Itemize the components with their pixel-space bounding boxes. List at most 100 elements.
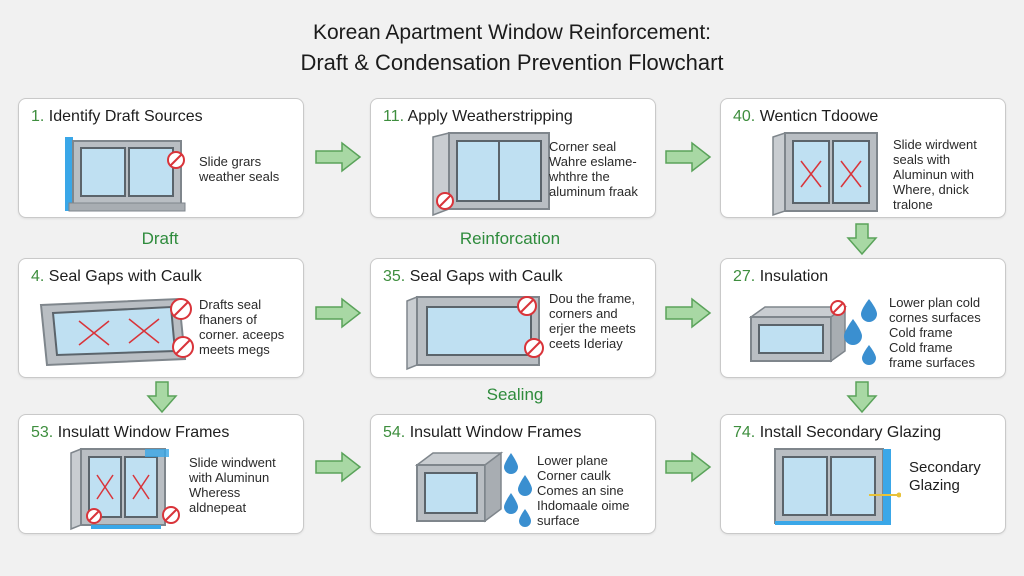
- step-description-line: corners and: [549, 306, 618, 321]
- no-entry-icon: [517, 296, 537, 316]
- step-description: Lower plane Corner caulk Comes an sine I…: [537, 453, 630, 528]
- flow-arrow-down: [146, 381, 178, 414]
- window-pane-right: [830, 456, 876, 516]
- step-description-line: Slide grars: [199, 154, 262, 169]
- secondary-glazing-label: Secondary Glazing: [909, 459, 981, 495]
- step-card-insulatt-window-frames-1: 53. Insulatt Window Frames Slide windwen…: [18, 414, 304, 534]
- stage-label-draft: Draft: [141, 229, 179, 248]
- step-label: Seal Gaps with Caulk: [409, 268, 563, 285]
- no-entry-icon: [524, 338, 544, 358]
- secondary-glazing-panel: [883, 449, 891, 525]
- step-card-seal-gaps-with-caulk-1: 4. Seal Gaps with Caulk Drafts seal fhan…: [18, 258, 304, 378]
- no-entry-icon: [162, 506, 180, 524]
- step-card-apply-weatherstripping: 11. Apply Weatherstripping Corner seal W…: [370, 98, 656, 218]
- highlight-strip: [91, 525, 161, 529]
- step-number: 11.: [383, 108, 405, 125]
- no-entry-icon: [167, 151, 185, 169]
- window-illustration: [772, 131, 878, 217]
- highlight-strip: [775, 521, 891, 525]
- step-description-line: ceets Ideriay: [549, 336, 623, 351]
- step-label: Identify Draft Sources: [48, 108, 203, 125]
- step-description-line: Ihdomaale oime: [537, 498, 630, 513]
- step-label: Insulatt Window Frames: [409, 424, 582, 441]
- water-drop-icon: [844, 299, 877, 365]
- window-illustration: [39, 297, 187, 367]
- window-pane: [51, 305, 177, 357]
- highlight-strip: [145, 449, 169, 457]
- window-pane-left: [782, 456, 828, 516]
- window-illustration: [415, 451, 504, 523]
- step-description-line: Lower plane: [537, 453, 608, 468]
- no-entry-icon: [436, 192, 454, 210]
- window-pane: [424, 472, 478, 514]
- window-pane-right: [128, 147, 174, 197]
- window-illustration: [65, 137, 186, 212]
- flow-arrow-right: [315, 451, 362, 483]
- step-title: 54. Insulatt Window Frames: [383, 424, 581, 442]
- window-illustration: [70, 447, 169, 531]
- stage-label-reinforcement: Reinforcation: [459, 229, 561, 248]
- step-title: 74. Install Secondary Glazing: [733, 424, 941, 442]
- step-title: 35. Seal Gaps with Caulk: [383, 268, 563, 286]
- step-description-line: Drafts seal: [199, 297, 262, 312]
- no-entry-icon: [172, 336, 194, 358]
- title-line-2: Draft & Condensation Prevention Flowchar…: [300, 50, 724, 75]
- water-drop-icon: [504, 453, 532, 527]
- flow-arrow-down: [846, 223, 878, 256]
- step-description-line: Slide windwent: [189, 455, 276, 470]
- step-number: 74.: [733, 424, 756, 441]
- step-description-line: tralone: [893, 197, 933, 212]
- flow-arrow-right: [315, 141, 362, 173]
- step-number: 35.: [383, 268, 406, 285]
- step-title: 53. Insulatt Window Frames: [31, 424, 229, 442]
- step-description: Slide windwent with Aluminun Wheress ald…: [189, 455, 276, 515]
- step-card-insulation: 27. Insulation Lower plan cold cornes su…: [720, 258, 1006, 378]
- step-description-line: surface: [537, 513, 580, 528]
- step-label: Insulatt Window Frames: [57, 424, 230, 441]
- step-title: 40. Wenticn Tdoowe: [733, 108, 878, 126]
- window-illustration: [432, 132, 550, 217]
- step-number: 53.: [31, 424, 54, 441]
- step-card-identify-draft-sources: 1. Identify Draft Sources Slide grars we…: [18, 98, 304, 218]
- step-card-seal-gaps-with-caulk-2: 35. Seal Gaps with Caulk Dou the frame, …: [370, 258, 656, 378]
- no-entry-icon: [86, 508, 102, 524]
- flow-arrow-right: [315, 297, 362, 329]
- step-card-wenticn-tdoowe: 40. Wenticn Tdoowe Slide wirdwent seals …: [720, 98, 1006, 218]
- window-illustration: [406, 295, 540, 371]
- step-description: Corner seal Wahre eslame- whthre the alu…: [549, 139, 638, 199]
- step-number: 4.: [31, 268, 45, 285]
- flow-arrow-right: [665, 297, 712, 329]
- step-description-line: Comes an sine: [537, 483, 624, 498]
- no-entry-icon: [830, 300, 846, 316]
- step-label: Install Secondary Glazing: [759, 424, 942, 441]
- highlight-strip: [65, 137, 73, 211]
- step-description-line: corner. aceeps: [199, 327, 285, 342]
- step-card-insulatt-window-frames-2: 54. Insulatt Window Frames Lower plane C…: [370, 414, 656, 534]
- step-description-line: frame surfaces: [889, 355, 975, 370]
- step-label: Wenticn Tdoowe: [759, 108, 879, 125]
- step-number: 27.: [733, 268, 756, 285]
- step-title: 11. Apply Weatherstripping: [383, 108, 573, 126]
- step-title: 4. Seal Gaps with Caulk: [31, 268, 202, 286]
- stage-label-sealing: Sealing: [486, 385, 544, 404]
- step-description-line: aluminum fraak: [549, 184, 638, 199]
- step-card-install-secondary-glazing: 74. Install Secondary Glazing Secondary …: [720, 414, 1006, 534]
- step-description: Drafts seal fhaners of corner. aceeps me…: [199, 297, 284, 357]
- step-number: 40.: [733, 108, 756, 125]
- window-pane-right: [832, 140, 870, 204]
- window-illustration: [749, 305, 848, 363]
- step-description-line: Lower plan cold: [889, 295, 981, 310]
- flow-arrow-down: [846, 381, 878, 414]
- step-description-line: with Aluminun: [189, 470, 270, 485]
- step-description-line: whthre the: [549, 169, 610, 184]
- step-description-line: Aluminun with: [893, 167, 974, 182]
- window-illustration: [774, 448, 901, 525]
- step-description-line: Slide wirdwent: [893, 137, 977, 152]
- step-description-line: Wheress: [189, 485, 241, 500]
- page-title: Korean Apartment Window Reinforcement: D…: [0, 18, 1024, 78]
- step-description-line: Corner caulk: [537, 468, 611, 483]
- step-description: Slide grars weather seals: [199, 154, 279, 184]
- window-pane-left: [792, 140, 830, 204]
- step-description-line: seals with: [893, 152, 951, 167]
- step-label: Insulation: [759, 268, 829, 285]
